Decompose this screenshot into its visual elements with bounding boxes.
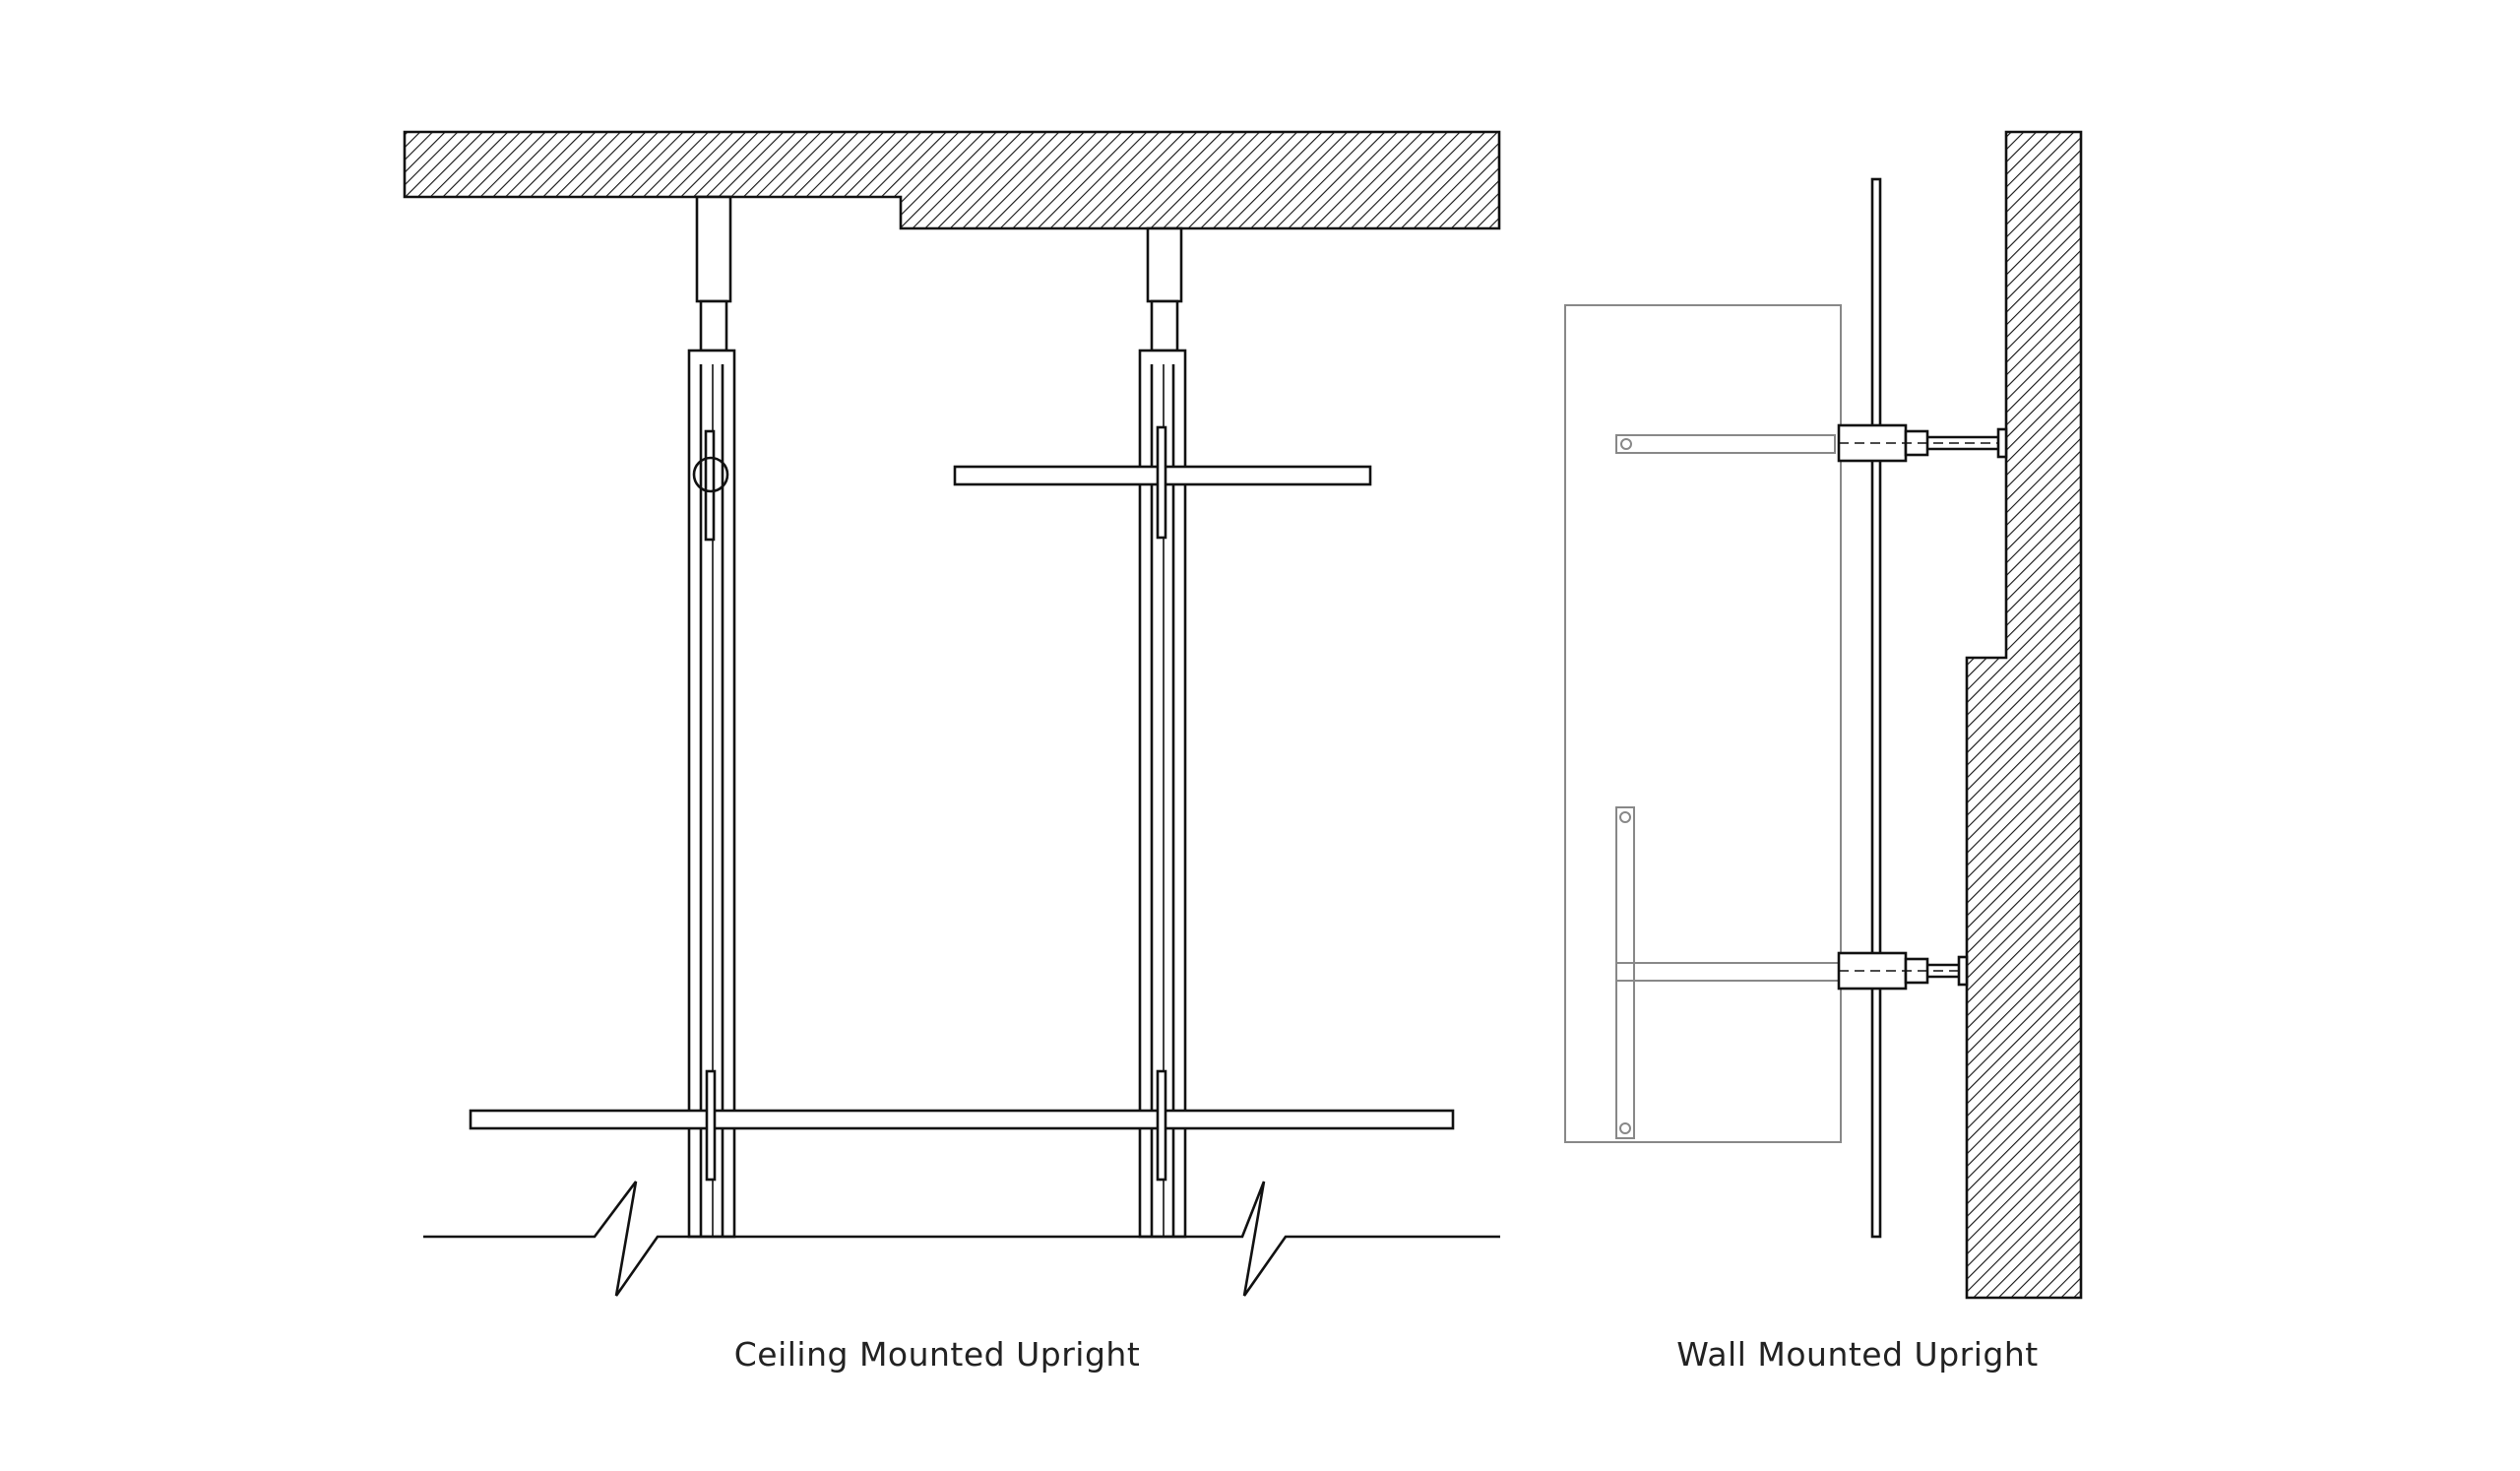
wall-section: [1965, 130, 2083, 1300]
bottom-mount-hardware: [1837, 951, 1969, 991]
ceiling-slab: [403, 130, 1501, 230]
wall-mounted-upright-drawing: [1564, 130, 2083, 1300]
top-mount-hardware: [1837, 423, 2008, 463]
ceiling-mounted-upright-drawing: [403, 130, 1501, 1297]
ceiling-mounted-caption: Ceiling Mounted Upright: [733, 1335, 1141, 1374]
lower-shelf: [469, 1109, 1455, 1130]
left-ceiling-connector: [695, 195, 732, 352]
right-ceiling-connector: [1146, 226, 1183, 352]
floor-break-line: [423, 1181, 1500, 1297]
panel-outline: [1564, 304, 1842, 1143]
wall-upright: [1870, 177, 1882, 1239]
wall-mounted-caption: Wall Mounted Upright: [1676, 1335, 2039, 1374]
